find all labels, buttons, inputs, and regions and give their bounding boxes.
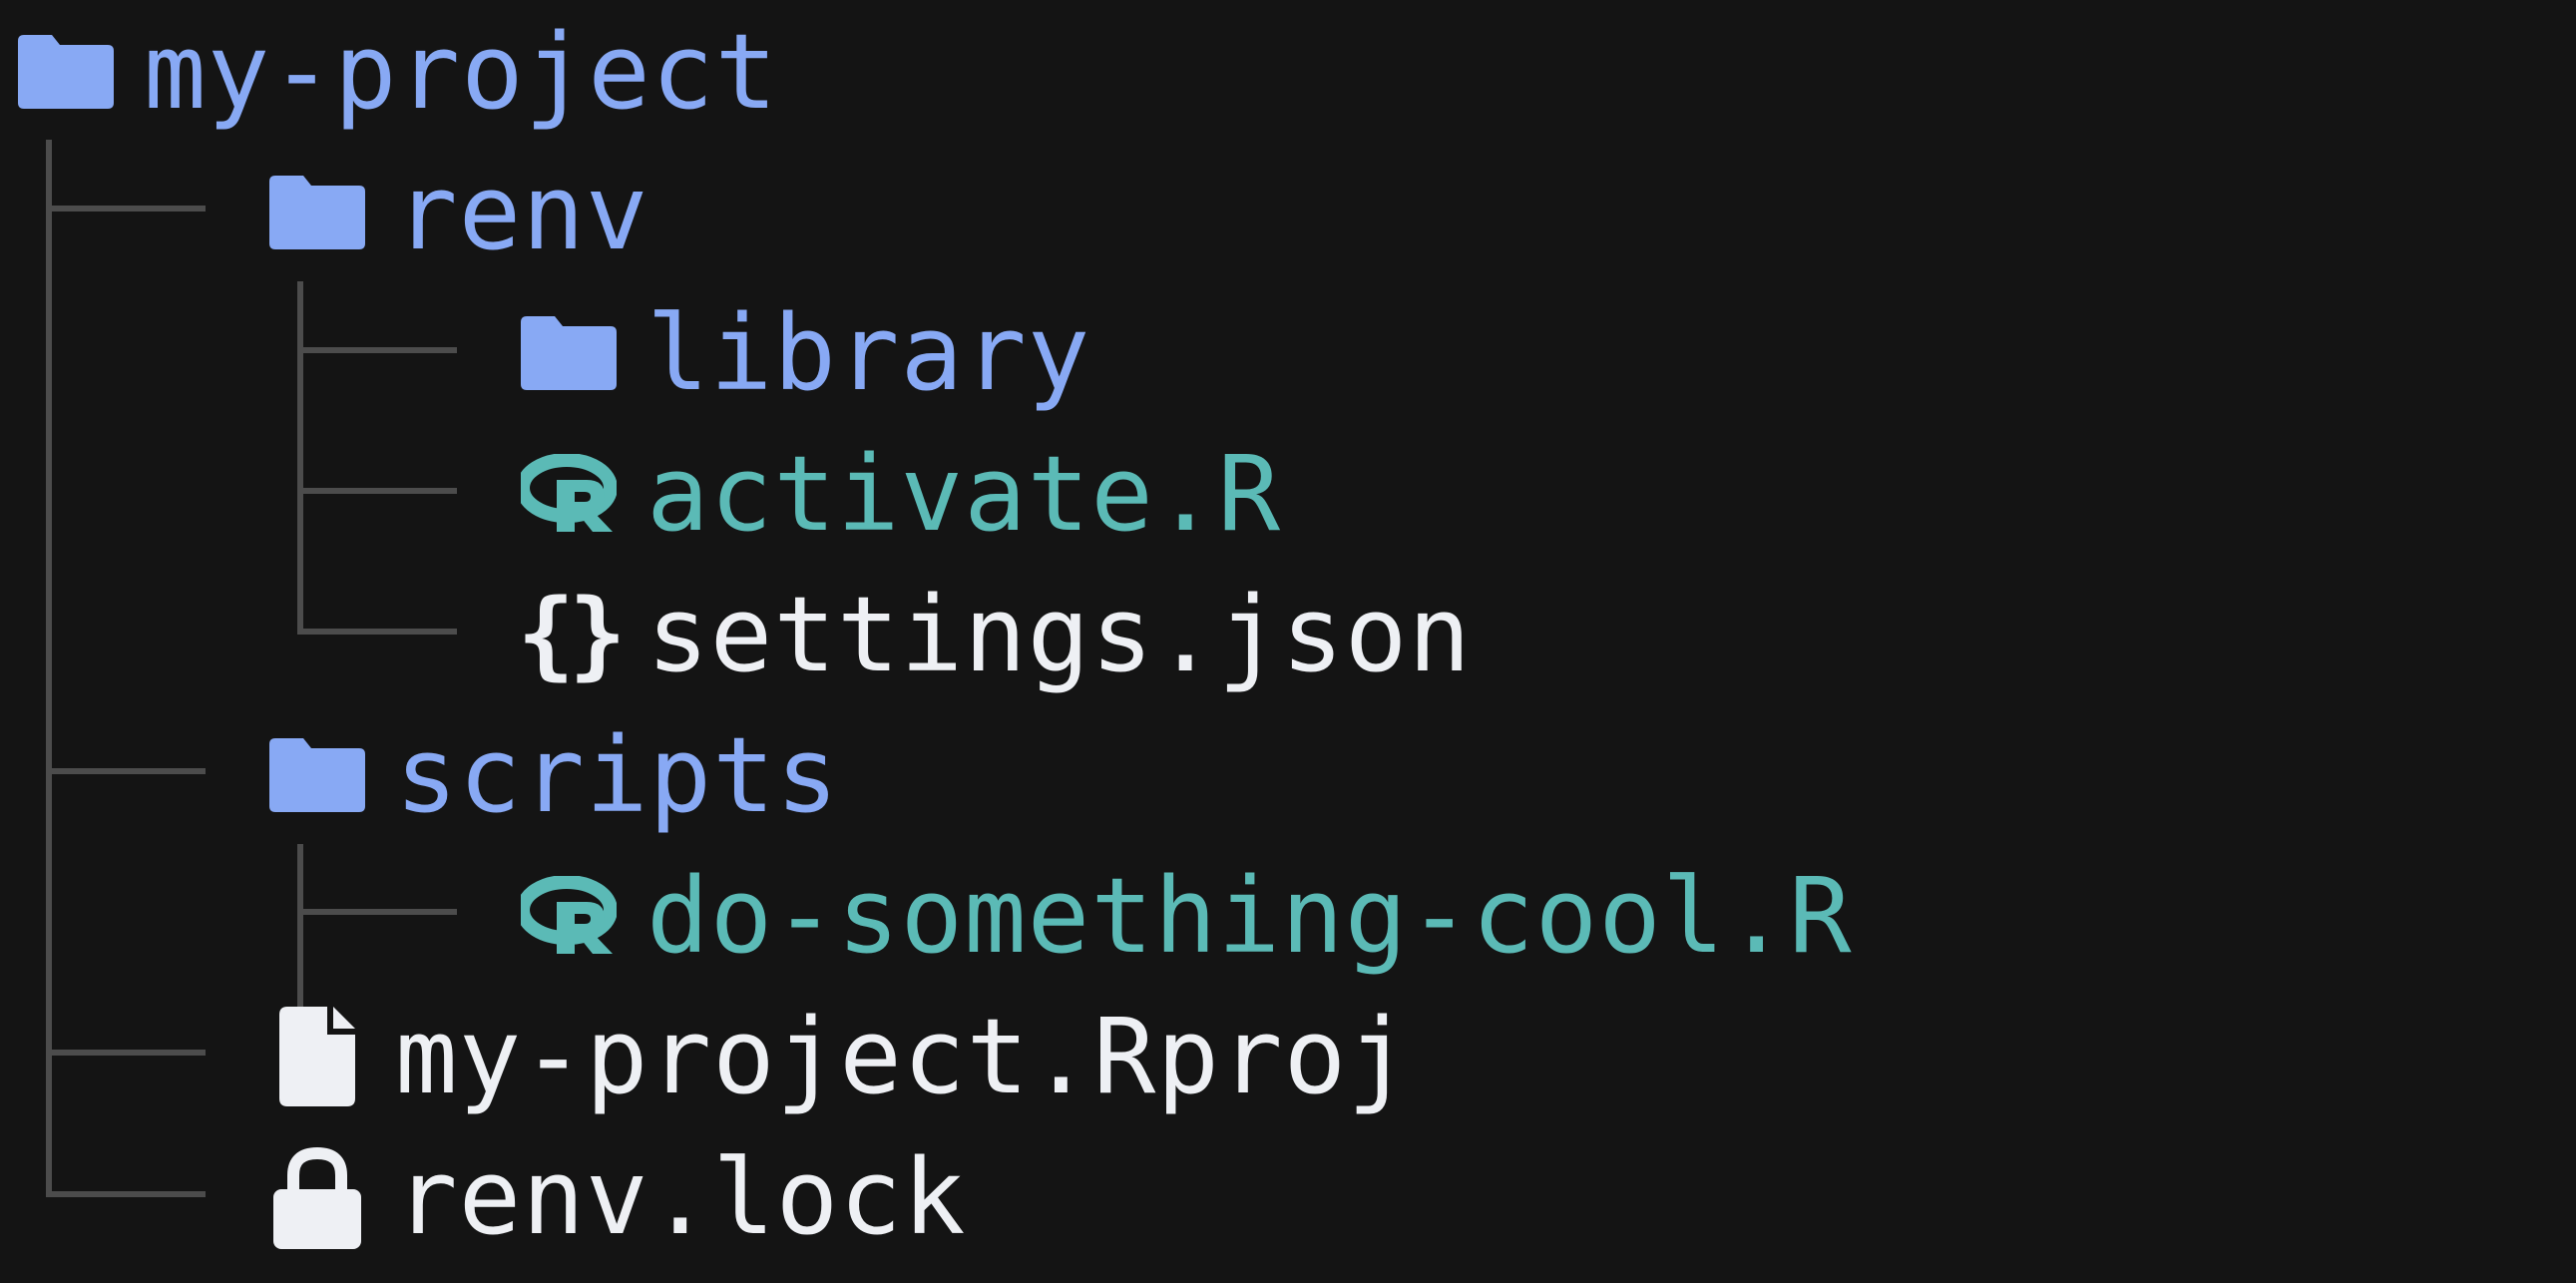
lock-icon — [269, 1146, 365, 1249]
tree-item-scripts[interactable]: scripts — [269, 705, 839, 845]
file-icon — [269, 1007, 365, 1106]
tree-item-do-something-cool-r[interactable]: do-something-cool.R — [521, 846, 1853, 986]
tree-branch-renv — [46, 206, 206, 212]
tree-branch-do-something — [297, 909, 457, 915]
tree-item-library[interactable]: library — [521, 283, 1090, 423]
tree-branch-library — [297, 347, 457, 353]
tree-item-my-project[interactable]: my-project — [18, 2, 778, 142]
folder-icon — [269, 727, 365, 823]
tree-item-renv-lock[interactable]: renv.lock — [269, 1127, 967, 1267]
tree-item-label: library — [646, 292, 1091, 414]
folder-icon — [521, 305, 617, 401]
tree-item-label: my-project.Rproj — [395, 996, 1411, 1117]
r-language-icon — [521, 446, 617, 542]
tree-item-renv[interactable]: renv — [269, 143, 648, 282]
tree-guide-root — [46, 140, 52, 1195]
tree-item-label: do-something-cool.R — [646, 855, 1853, 977]
json-braces-icon: {} — [517, 579, 627, 690]
tree-item-label: my-project — [144, 11, 779, 133]
tree-branch-scripts — [46, 768, 206, 774]
tree-branch-activate — [297, 488, 457, 494]
tree-branch-rproj — [46, 1050, 206, 1056]
tree-item-settings-json[interactable]: {} settings.json — [517, 565, 1472, 704]
tree-item-label: settings.json — [646, 574, 1472, 695]
tree-item-label: renv.lock — [395, 1136, 967, 1258]
tree-item-activate-r[interactable]: activate.R — [521, 424, 1281, 564]
json-braces-glyph: {} — [517, 579, 627, 690]
tree-item-label: activate.R — [646, 433, 1282, 555]
tree-branch-settings — [297, 629, 457, 635]
folder-icon — [269, 165, 365, 260]
tree-guide-scripts — [297, 844, 303, 1054]
tree-item-label: scripts — [395, 714, 840, 836]
tree-item-my-project-rproj[interactable]: my-project.Rproj — [269, 987, 1411, 1126]
r-language-icon — [521, 868, 617, 964]
tree-item-label: renv — [395, 152, 649, 273]
tree-guide-renv — [297, 281, 303, 633]
tree-branch-renv-lock — [46, 1191, 206, 1197]
folder-icon — [18, 24, 114, 120]
